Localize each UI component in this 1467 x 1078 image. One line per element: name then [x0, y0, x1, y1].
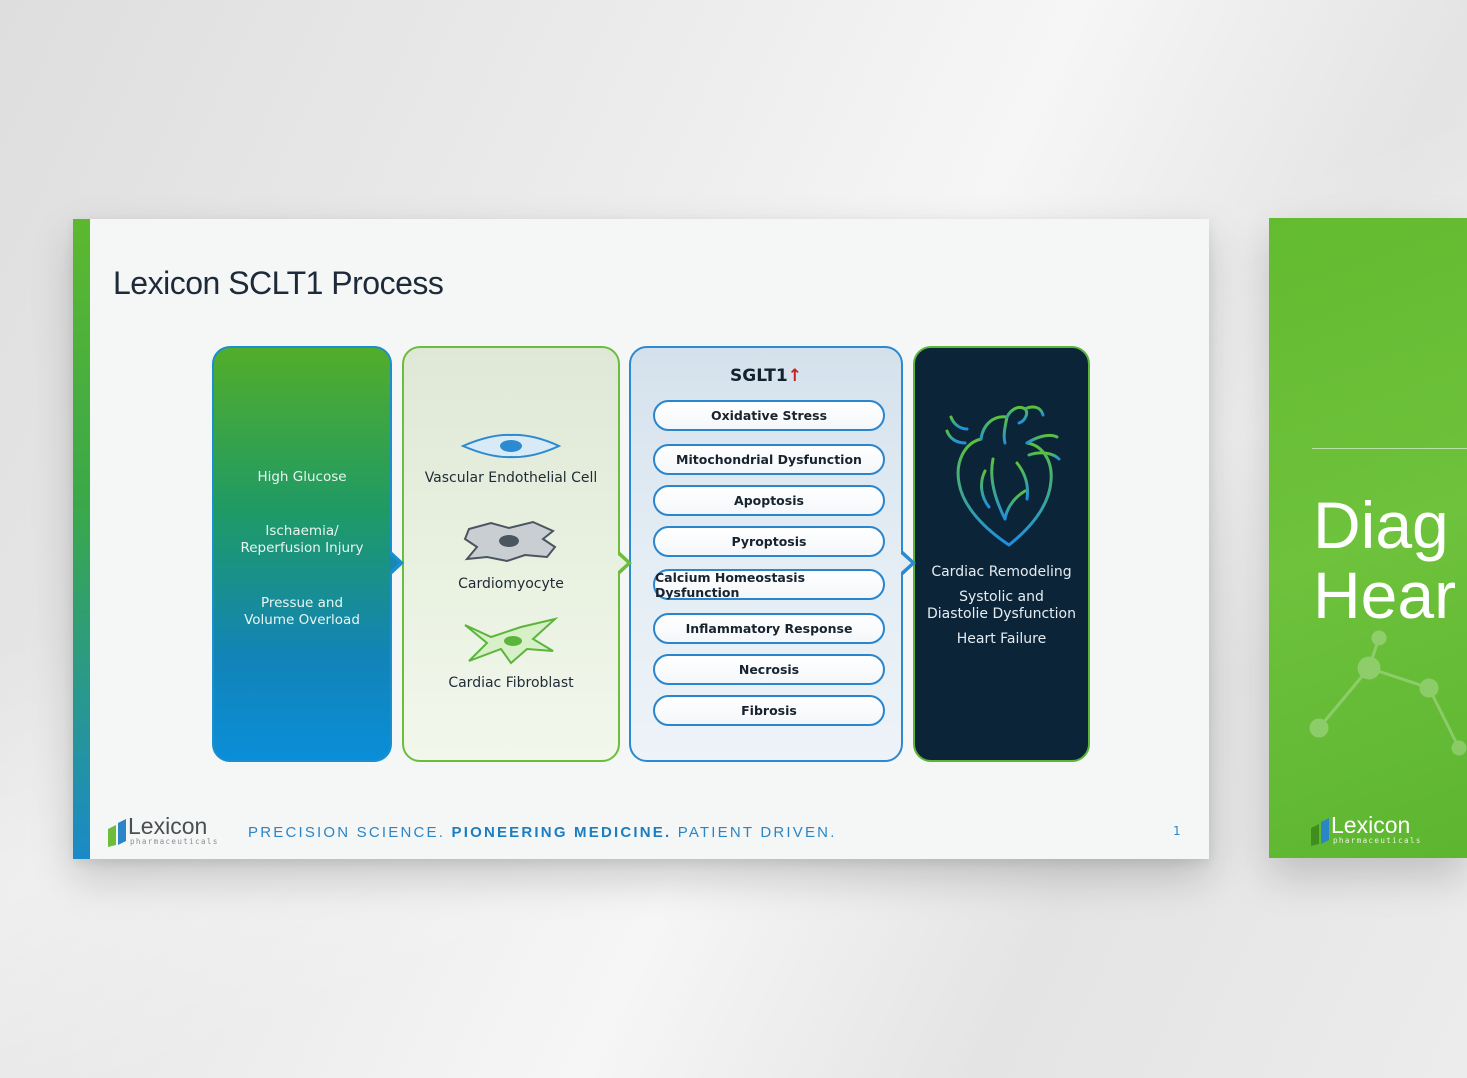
outcome-remodeling: Cardiac Remodeling	[931, 564, 1072, 580]
cardiomyocyte-icon	[463, 520, 557, 563]
page-number: 1	[1173, 824, 1181, 838]
effect-pill: Oxidative Stress	[653, 400, 885, 431]
outcome-diastolic: Diastolie Dysfunction	[927, 606, 1076, 622]
sglt1-label: SGLT1	[730, 366, 788, 386]
effect-pill: Inflammatory Response	[653, 613, 885, 644]
sglt1-title: SGLT1↑	[629, 366, 903, 386]
tagline-part-1: PRECISION SCIENCE.	[248, 824, 452, 841]
logo-subtitle: pharmaceuticals	[130, 837, 219, 846]
effect-pill: Fibrosis	[653, 695, 885, 726]
up-arrow-icon: ↑	[787, 366, 802, 386]
effect-pill: Mitochondrial Dysfunction	[653, 444, 885, 475]
tagline: PRECISION SCIENCE. PIONEERING MEDICINE. …	[248, 824, 837, 841]
slide2-lexicon-logo: Lexicon pharmaceuticals	[1309, 812, 1429, 848]
outcome-heart-failure: Heart Failure	[956, 631, 1047, 647]
lexicon-logo: Lexicon pharmaceuticals	[106, 813, 219, 849]
outcome-systolic: Systolic and	[959, 589, 1044, 605]
heart-icon	[945, 405, 1061, 547]
slide2-divider	[1312, 448, 1467, 449]
effect-pill: Pyroptosis	[653, 526, 885, 557]
cause-ischaemia: Ischaemia/	[265, 523, 339, 539]
cause-pressure: Pressue and	[260, 595, 344, 611]
flow-arrow-1-inner	[389, 554, 399, 572]
slide2-title-line1: Diag	[1313, 488, 1449, 562]
effect-pill: Apoptosis	[653, 485, 885, 516]
slide2-title-line2: Hear	[1313, 558, 1457, 632]
slide2-logo-wordmark: Lexicon	[1331, 812, 1411, 838]
effect-pill: Calcium Homeostasis Dysfunction	[653, 569, 885, 600]
endothelial-cell-icon	[461, 433, 561, 459]
slide-main[interactable]: Lexicon SCLT1 Process High Glucose Ischa…	[73, 219, 1209, 859]
slide-title: Lexicon SCLT1 Process	[113, 265, 444, 301]
cell-label-fibroblast: Cardiac Fibroblast	[448, 675, 574, 691]
slide2-logo-subtitle: pharmaceuticals	[1333, 836, 1422, 845]
cause-high-glucose: High Glucose	[257, 469, 347, 485]
slide-next-peek[interactable]: Diag Hear Lexicon pharmaceuticals	[1269, 218, 1467, 858]
cause-volume-overload: Volume Overload	[244, 612, 360, 628]
cause-reperfusion: Reperfusion Injury	[240, 540, 364, 556]
molecule-watermark-icon	[1309, 630, 1467, 756]
lexicon-logo-mark-icon	[108, 819, 126, 847]
fibroblast-icon	[464, 617, 559, 665]
logo-wordmark: Lexicon	[128, 813, 208, 839]
slide2-logo-mark-icon	[1311, 818, 1329, 846]
tagline-part-3: PATIENT DRIVEN.	[671, 824, 837, 841]
cell-label-endothelial: Vascular Endothelial Cell	[424, 470, 598, 486]
panel-causes	[212, 346, 392, 762]
slide2-title: Diag Hear	[1313, 490, 1456, 630]
slide-accent-bar	[73, 219, 90, 859]
flow-arrow-3-inner	[901, 554, 911, 572]
flow-arrow-2-inner	[617, 554, 627, 572]
cell-label-cardiomyocyte: Cardiomyocyte	[458, 576, 564, 592]
effect-pill: Necrosis	[653, 654, 885, 685]
tagline-part-2: PIONEERING MEDICINE.	[451, 824, 672, 841]
